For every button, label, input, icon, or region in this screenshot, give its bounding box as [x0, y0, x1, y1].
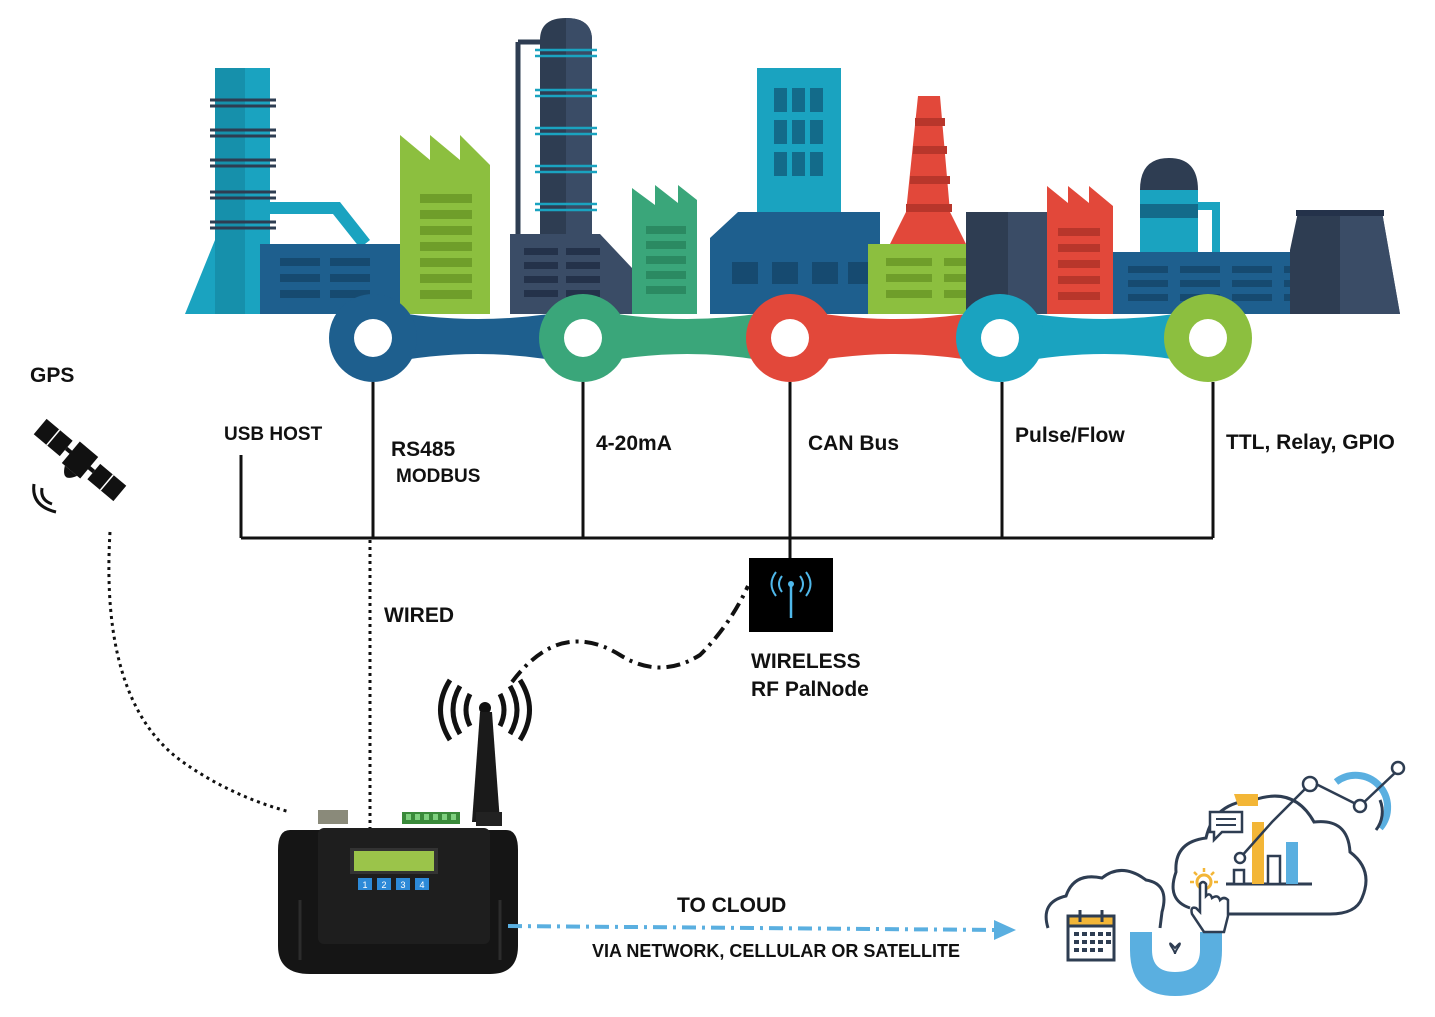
label-rf-palnode: RF PalNode	[751, 678, 869, 701]
label-can-bus: CAN Bus	[808, 432, 899, 455]
label-ttl-relay-gpio: TTL, Relay, GPIO	[1226, 431, 1395, 454]
label-4-20ma: 4-20mA	[596, 432, 672, 455]
label-to-cloud: TO CLOUD	[677, 894, 786, 917]
gauge-icon	[1315, 760, 1406, 831]
device-key-2	[377, 878, 391, 890]
bar-chart-icon	[1226, 775, 1319, 886]
cloud-icon	[1044, 869, 1166, 929]
label-pulse-flow: Pulse/Flow	[1015, 424, 1125, 447]
calendar-icon	[1066, 910, 1116, 962]
bus-wiring	[239, 382, 1215, 560]
cloud-link-line	[507, 924, 999, 932]
label-wired: WIRED	[384, 604, 454, 627]
device-key-2-label: 2	[381, 880, 386, 890]
satellite-icon	[33, 418, 127, 502]
label-via-network: VIA NETWORK, CELLULAR OR SATELLITE	[592, 941, 960, 961]
device-key-1	[358, 878, 372, 890]
interface-chain	[329, 294, 1252, 382]
label-modbus: MODBUS	[396, 466, 480, 487]
label-rs485: RS485	[391, 438, 456, 461]
wireless-link-line	[510, 585, 750, 684]
hand-pointer-icon	[1190, 868, 1230, 934]
device-key-4-label: 4	[419, 880, 424, 890]
gateway-device: 1 2 3 4	[278, 712, 518, 974]
antenna-icon	[438, 678, 532, 742]
industrial-skyline-illustration	[185, 18, 1400, 314]
chat-icon	[1208, 794, 1258, 844]
label-usb-host: USB HOST	[224, 424, 323, 445]
device-keypad: 1 2 3 4	[358, 878, 429, 890]
device-key-3	[396, 878, 410, 890]
wireless-node-icon	[749, 558, 833, 632]
label-wireless: WIRELESS	[751, 650, 861, 673]
device-key-3-label: 3	[400, 880, 405, 890]
label-gps: GPS	[30, 364, 74, 387]
device-key-1-label: 1	[362, 880, 367, 890]
gps-link-line	[107, 531, 291, 814]
cloud-analytics-illustration	[1044, 760, 1406, 996]
device-key-4	[415, 878, 429, 890]
